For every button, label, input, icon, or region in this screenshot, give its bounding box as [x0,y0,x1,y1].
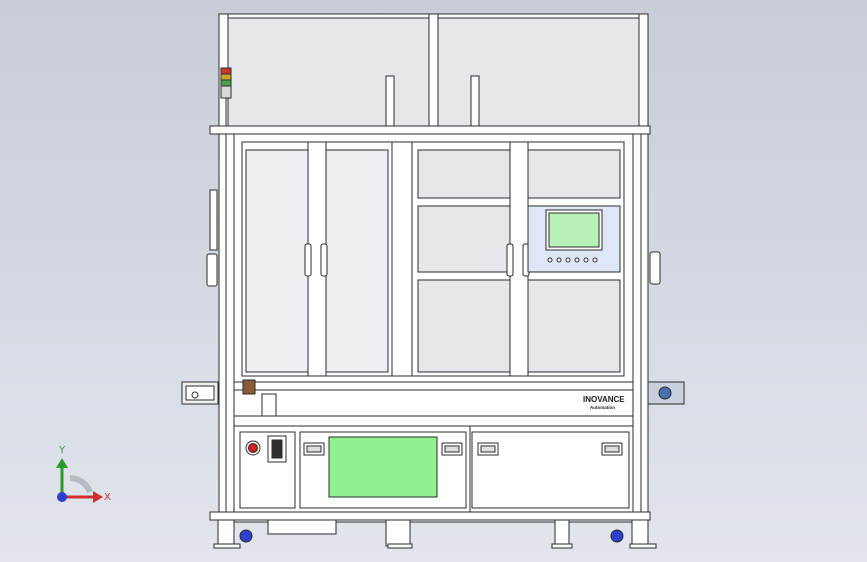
coordinate-triad [56,458,103,503]
hmi-panel [527,205,621,273]
lower-cabinet [233,425,634,513]
top-hood [209,13,651,135]
brand-name: INOVANCE [583,395,625,404]
scanner-left [181,381,219,405]
side-handle-left [206,189,218,287]
caster-wheels [239,529,624,543]
door-handle-left [304,243,328,277]
emergency-stop-button [245,440,261,456]
hmi-buttons [547,257,598,263]
y-axis-label: Y [58,445,66,456]
scanner-right [647,381,685,405]
main-switch [267,435,287,463]
conveyor-belt [233,379,634,427]
green-inspection-window [328,436,438,498]
x-axis-label: X [104,492,111,503]
brand-sub: Automation [590,405,615,410]
base-feet [213,519,657,549]
upper-window-frame [233,133,634,383]
machine-assembly: INOVANCE Automation [181,13,685,549]
signal-tower [220,67,232,130]
side-handle-right [649,251,661,285]
cabinet-latches [303,442,623,456]
